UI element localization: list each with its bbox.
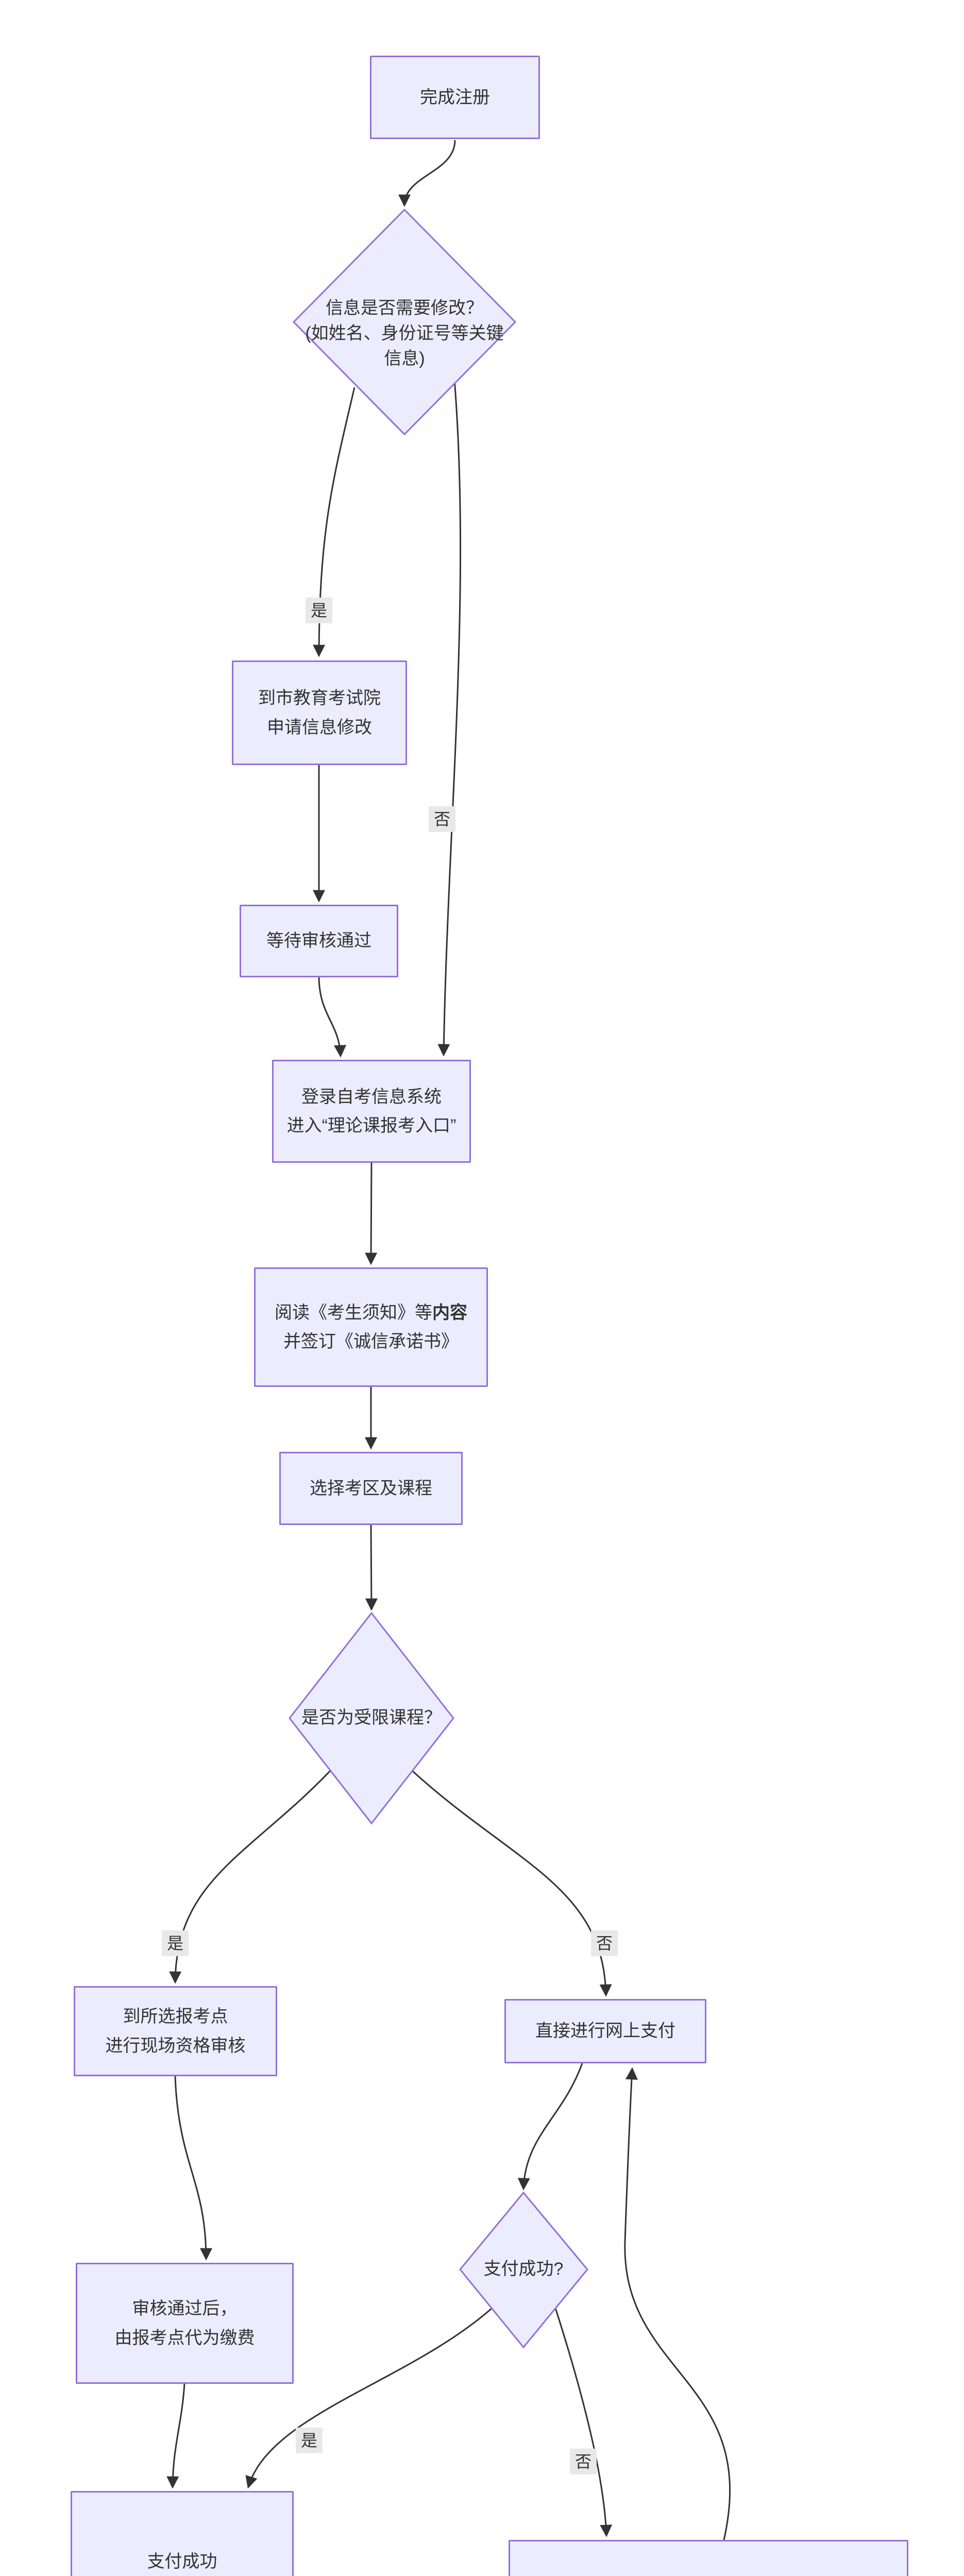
edge-payfail-retry-to-directpay [624,2067,731,2540]
edge-register-to-modify-decision [398,140,456,207]
node-select-course: 选择考区及课程 [279,1452,463,1525]
node-label: 进行现场资格审核 [105,2036,246,2056]
edge-paydecision-no [554,2308,613,2537]
edge-restricted-no [411,1770,612,1997]
node-label: 直接进行网上支付 [535,2021,675,2041]
edge-label-yes-2: 是 [161,1930,189,1957]
node-direct-pay: 直接进行网上支付 [504,1999,706,2063]
decision-label-pay-success: 支付成功? [456,2254,590,2285]
node-label: 等待审核通过 [266,931,371,951]
node-label: 支付成功? [483,2259,564,2279]
node-label: 审核通过后， [132,2299,238,2319]
edge-wait-to-login [318,977,347,1058]
node-label-part: 阅读《考生须知》等 [275,1302,432,1323]
node-label-part-bold: 内容 [432,1302,467,1323]
node-label: 信息是否需要修改？ [326,298,483,318]
node-label: 进入“理论课报考入口” [286,1116,456,1136]
decision-diamond-is-restricted [289,1612,454,1825]
node-label: 申请信息修改 [267,717,372,737]
decision-diamond-pay-success [459,2191,588,2349]
node-label: 并签订《诚信承诺书》 [283,1332,459,1351]
edge-directpay-to-paydecision [517,2063,583,2191]
edge-onsite-to-pointpay [174,2076,212,2261]
node-label: 选择考区及课程 [310,1478,432,1498]
decision-label-need-modify: 信息是否需要修改？ (如姓名、身份证号等关键 信息) [281,273,528,394]
edge-restricted-yes [169,1770,331,1984]
node-label: 是否为受限课程？ [301,1708,442,1728]
node-login-system: 登录自考信息系统 进入“理论课报考入口” [272,1060,471,1163]
edge-label-no-2: 否 [590,1930,618,1957]
edge-modify-decision-no [437,379,462,1057]
edge-label-no-1: 否 [428,806,456,833]
node-apply-modify: 到市教育考试院 申请信息修改 [232,660,407,765]
edge-paydecision-yes [245,2307,493,2489]
node-label: 由报考点代为缴费 [114,2328,255,2348]
node-pay-success: 支付成功 课程锁定，报考费不退 [71,2491,294,2576]
edge-pointpay-to-success [166,2383,185,2489]
edge-label-yes-3: 是 [295,2427,323,2454]
edge-label-no-3: 否 [569,2448,597,2475]
node-label: 到市教育考试院 [258,688,381,708]
node-label: (如姓名、身份证号等关键 [305,323,504,343]
node-label: 支付成功 [147,2551,217,2571]
node-pay-fail: 支付未成功 可返回修改课程或重新支付 [509,2540,908,2576]
node-register-done: 完成注册 [370,56,540,139]
node-point-pay: 审核通过后， 由报考点代为缴费 [76,2263,294,2384]
node-label: 信息) [384,349,425,369]
node-label: 登录自考信息系统 [301,1087,442,1107]
node-label: 阅读《考生须知》等内容 [275,1298,467,1327]
decision-diamond-need-modify [292,208,517,436]
node-wait-review: 等待审核通过 [240,905,398,977]
decision-label-is-restricted: 是否为受限课程？ [268,1703,475,1734]
node-label: 完成注册 [420,87,490,107]
node-read-notice: 阅读《考生须知》等内容 并签订《诚信承诺书》 [254,1267,488,1387]
node-label: 到所选报考点 [123,2007,228,2027]
edge-label-yes-1: 是 [305,597,333,624]
node-onsite-review: 到所选报考点 进行现场资格审核 [74,1986,277,2076]
